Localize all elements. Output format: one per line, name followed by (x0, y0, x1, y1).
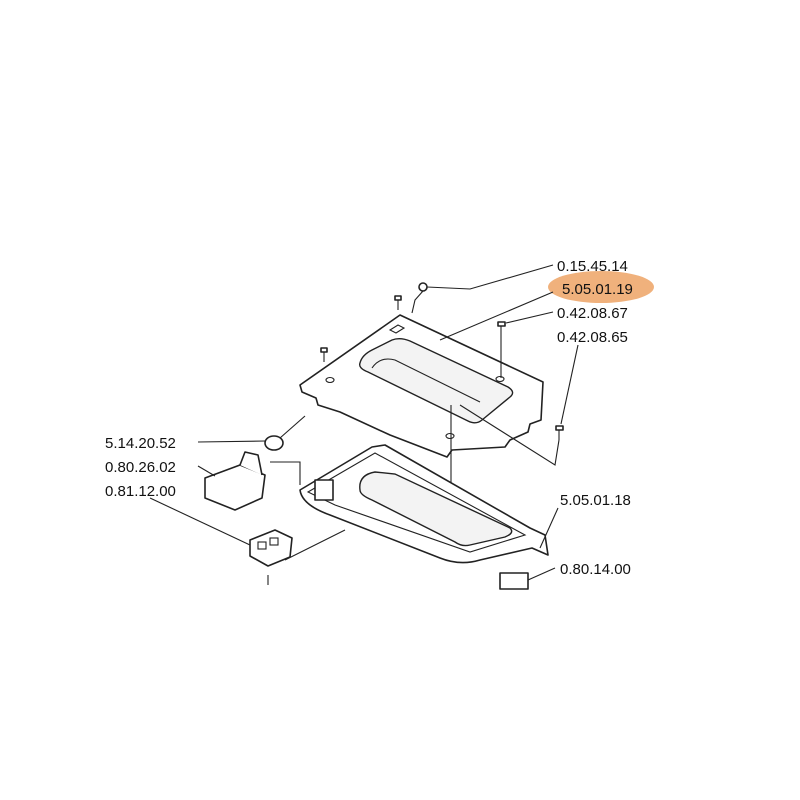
label-small-switch: 0.80.14.00 (560, 561, 631, 578)
bracket-part (204, 451, 266, 511)
label-screw-b: 0.42.08.65 (557, 329, 628, 346)
label-cover: 5.05.01.19 (562, 281, 633, 298)
screw (320, 347, 328, 362)
label-screw-top: 0.15.45.14 (557, 258, 628, 275)
label-connector: 0.81.12.00 (105, 483, 176, 500)
label-switch-knob: 5.14.20.52 (105, 435, 176, 452)
label-tray: 5.05.01.18 (560, 492, 631, 509)
switch-knob-part (264, 415, 306, 451)
screw (394, 295, 402, 310)
screw (497, 321, 506, 336)
highlight-oval (548, 271, 654, 303)
label-screw-a: 0.42.08.67 (557, 305, 628, 322)
screw (555, 425, 564, 440)
upper-cover-part (299, 314, 544, 458)
small-switch-part (499, 572, 529, 590)
screw-icons (320, 282, 564, 440)
label-bracket: 0.80.26.02 (105, 459, 176, 476)
screw (418, 282, 428, 292)
lower-tray-part (299, 444, 549, 590)
connector-part (249, 529, 293, 567)
